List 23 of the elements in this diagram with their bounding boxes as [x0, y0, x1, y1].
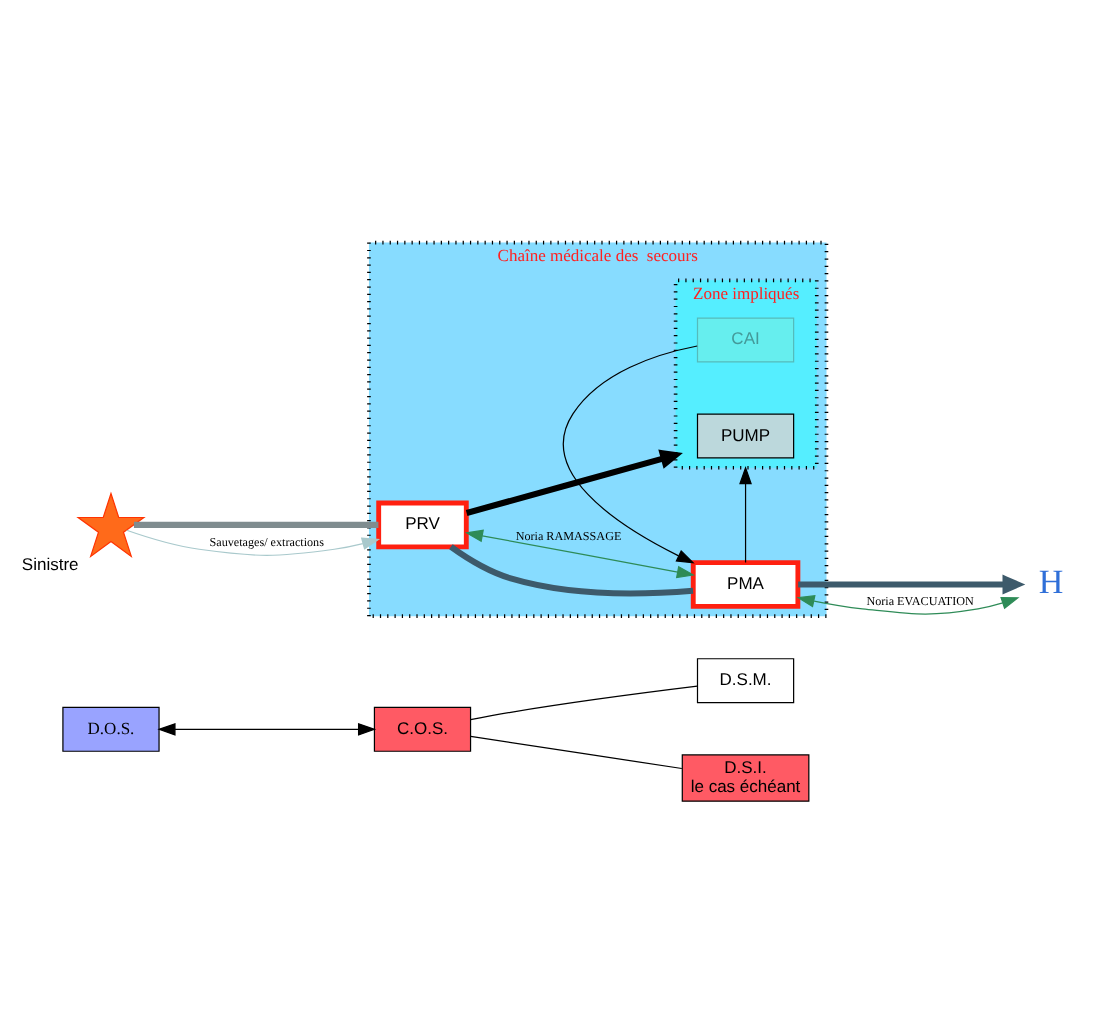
arrow: [739, 465, 752, 564]
arrow: [796, 594, 1020, 615]
arrow: [464, 529, 696, 579]
node-box: CAI: [696, 317, 795, 363]
node-box: D.S.I. le cas échéant: [681, 754, 810, 802]
node-box: D.O.S.: [62, 706, 160, 752]
arrow: [562, 345, 698, 564]
arrow: [465, 449, 683, 516]
node-star: [76, 491, 146, 558]
arrow: [157, 722, 377, 736]
node-box: PUMP: [696, 413, 795, 459]
arrow: [126, 529, 381, 556]
node-box: D.S.M.: [696, 658, 795, 704]
node-label: Sinistre: [21, 553, 79, 574]
connector: [470, 735, 683, 770]
arrow: [798, 574, 1026, 595]
node-box: PRV: [376, 500, 469, 550]
node-box: PMA: [690, 560, 801, 609]
connector: [449, 544, 694, 597]
node-box: C.O.S.: [373, 706, 472, 752]
connector: [469, 685, 698, 721]
node-text: H: [1038, 562, 1064, 601]
connector: [133, 521, 379, 528]
